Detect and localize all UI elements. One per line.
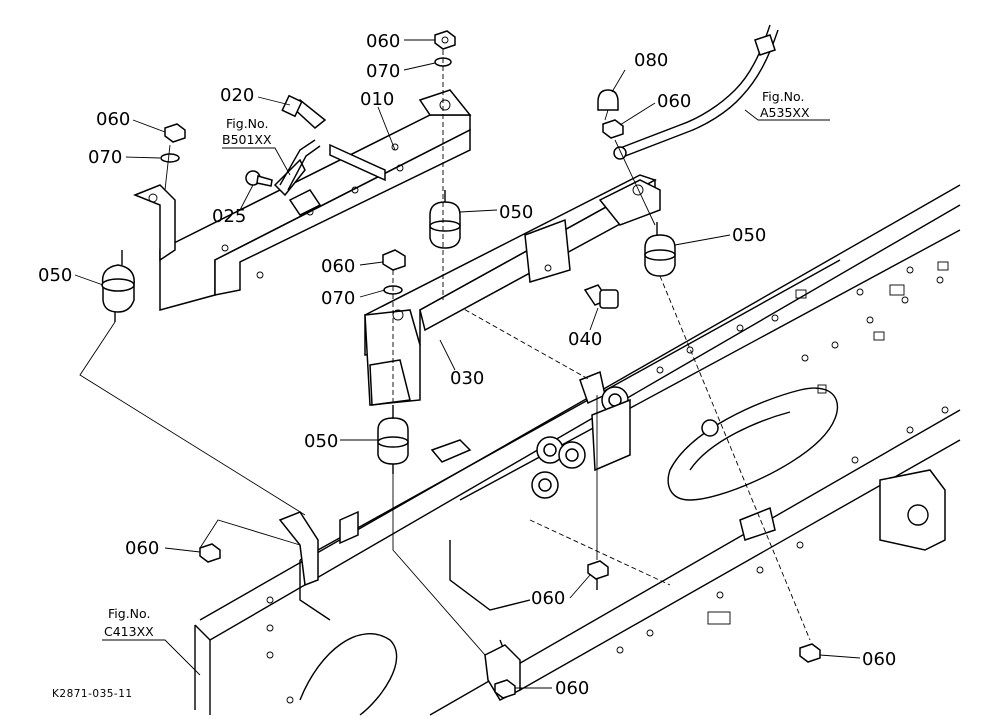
fig-ref-c413-line2: C413XX: [104, 624, 154, 639]
part-label-050: 050: [499, 202, 533, 223]
nut-060-top-left: [164, 123, 186, 143]
part-label-070: 070: [366, 61, 400, 82]
part-label-070: 070: [321, 288, 355, 309]
bracket-030: [364, 174, 661, 406]
washer-070-top-left: [160, 153, 180, 163]
part-label-060: 060: [125, 538, 159, 559]
chassis-frame: [194, 184, 961, 716]
part-label-010: 010: [360, 89, 394, 110]
mount-050-left: [101, 250, 135, 322]
fig-ref-b501-line1: Fig.No.: [226, 116, 268, 131]
cap-080: [597, 89, 619, 111]
part-label-020: 020: [220, 85, 254, 106]
part-label-025: 025: [212, 206, 246, 227]
part-label-060: 060: [96, 109, 130, 130]
cable: [613, 24, 779, 160]
part-label-040: 040: [568, 329, 602, 350]
part-label-050: 050: [732, 225, 766, 246]
mount-050-center-top: [429, 190, 461, 249]
nut-060-frame-bottom: [494, 679, 516, 699]
nut-060-right: [602, 119, 624, 139]
part-label-050: 050: [304, 431, 338, 452]
nut-060-center: [382, 249, 406, 271]
nut-060-frame-right: [799, 643, 821, 663]
part-label-060: 060: [321, 256, 355, 277]
assembly-lines: [79, 50, 811, 656]
nut-060-frame-center: [587, 560, 609, 590]
bolt-025: [245, 170, 273, 187]
mount-050-bottom: [377, 405, 409, 474]
part-label-060: 060: [555, 678, 589, 699]
figure-references: Fig.No. B501XX Fig.No. A535XX Fig.No. C4…: [104, 89, 810, 639]
bracket-010: [132, 89, 472, 311]
part-label-080: 080: [634, 50, 668, 71]
part-label-050: 050: [38, 265, 72, 286]
bolt-040: [583, 284, 619, 309]
nut-060-top-center: [434, 30, 456, 50]
nut-060-frame-left: [199, 543, 221, 563]
part-label-070: 070: [88, 147, 122, 168]
part-labels: 060 070 020 010 060 070 025 050 050 060 …: [38, 31, 896, 699]
part-label-060: 060: [862, 649, 896, 670]
mount-050-right: [644, 222, 676, 277]
part-label-030: 030: [450, 368, 484, 389]
cable-b501: [279, 139, 321, 191]
part-label-060: 060: [657, 91, 691, 112]
fig-ref-c413-line1: Fig.No.: [108, 606, 150, 621]
drawing-code: K2871-035-11: [52, 688, 133, 700]
fig-ref-a535-line1: Fig.No.: [762, 89, 804, 104]
part-label-060: 060: [531, 588, 565, 609]
bolt-020: [281, 94, 327, 129]
part-label-060: 060: [366, 31, 400, 52]
fig-ref-a535-line2: A535XX: [760, 105, 810, 120]
leader-lines: [74, 39, 861, 689]
fig-ref-b501-line2: B501XX: [222, 132, 272, 147]
